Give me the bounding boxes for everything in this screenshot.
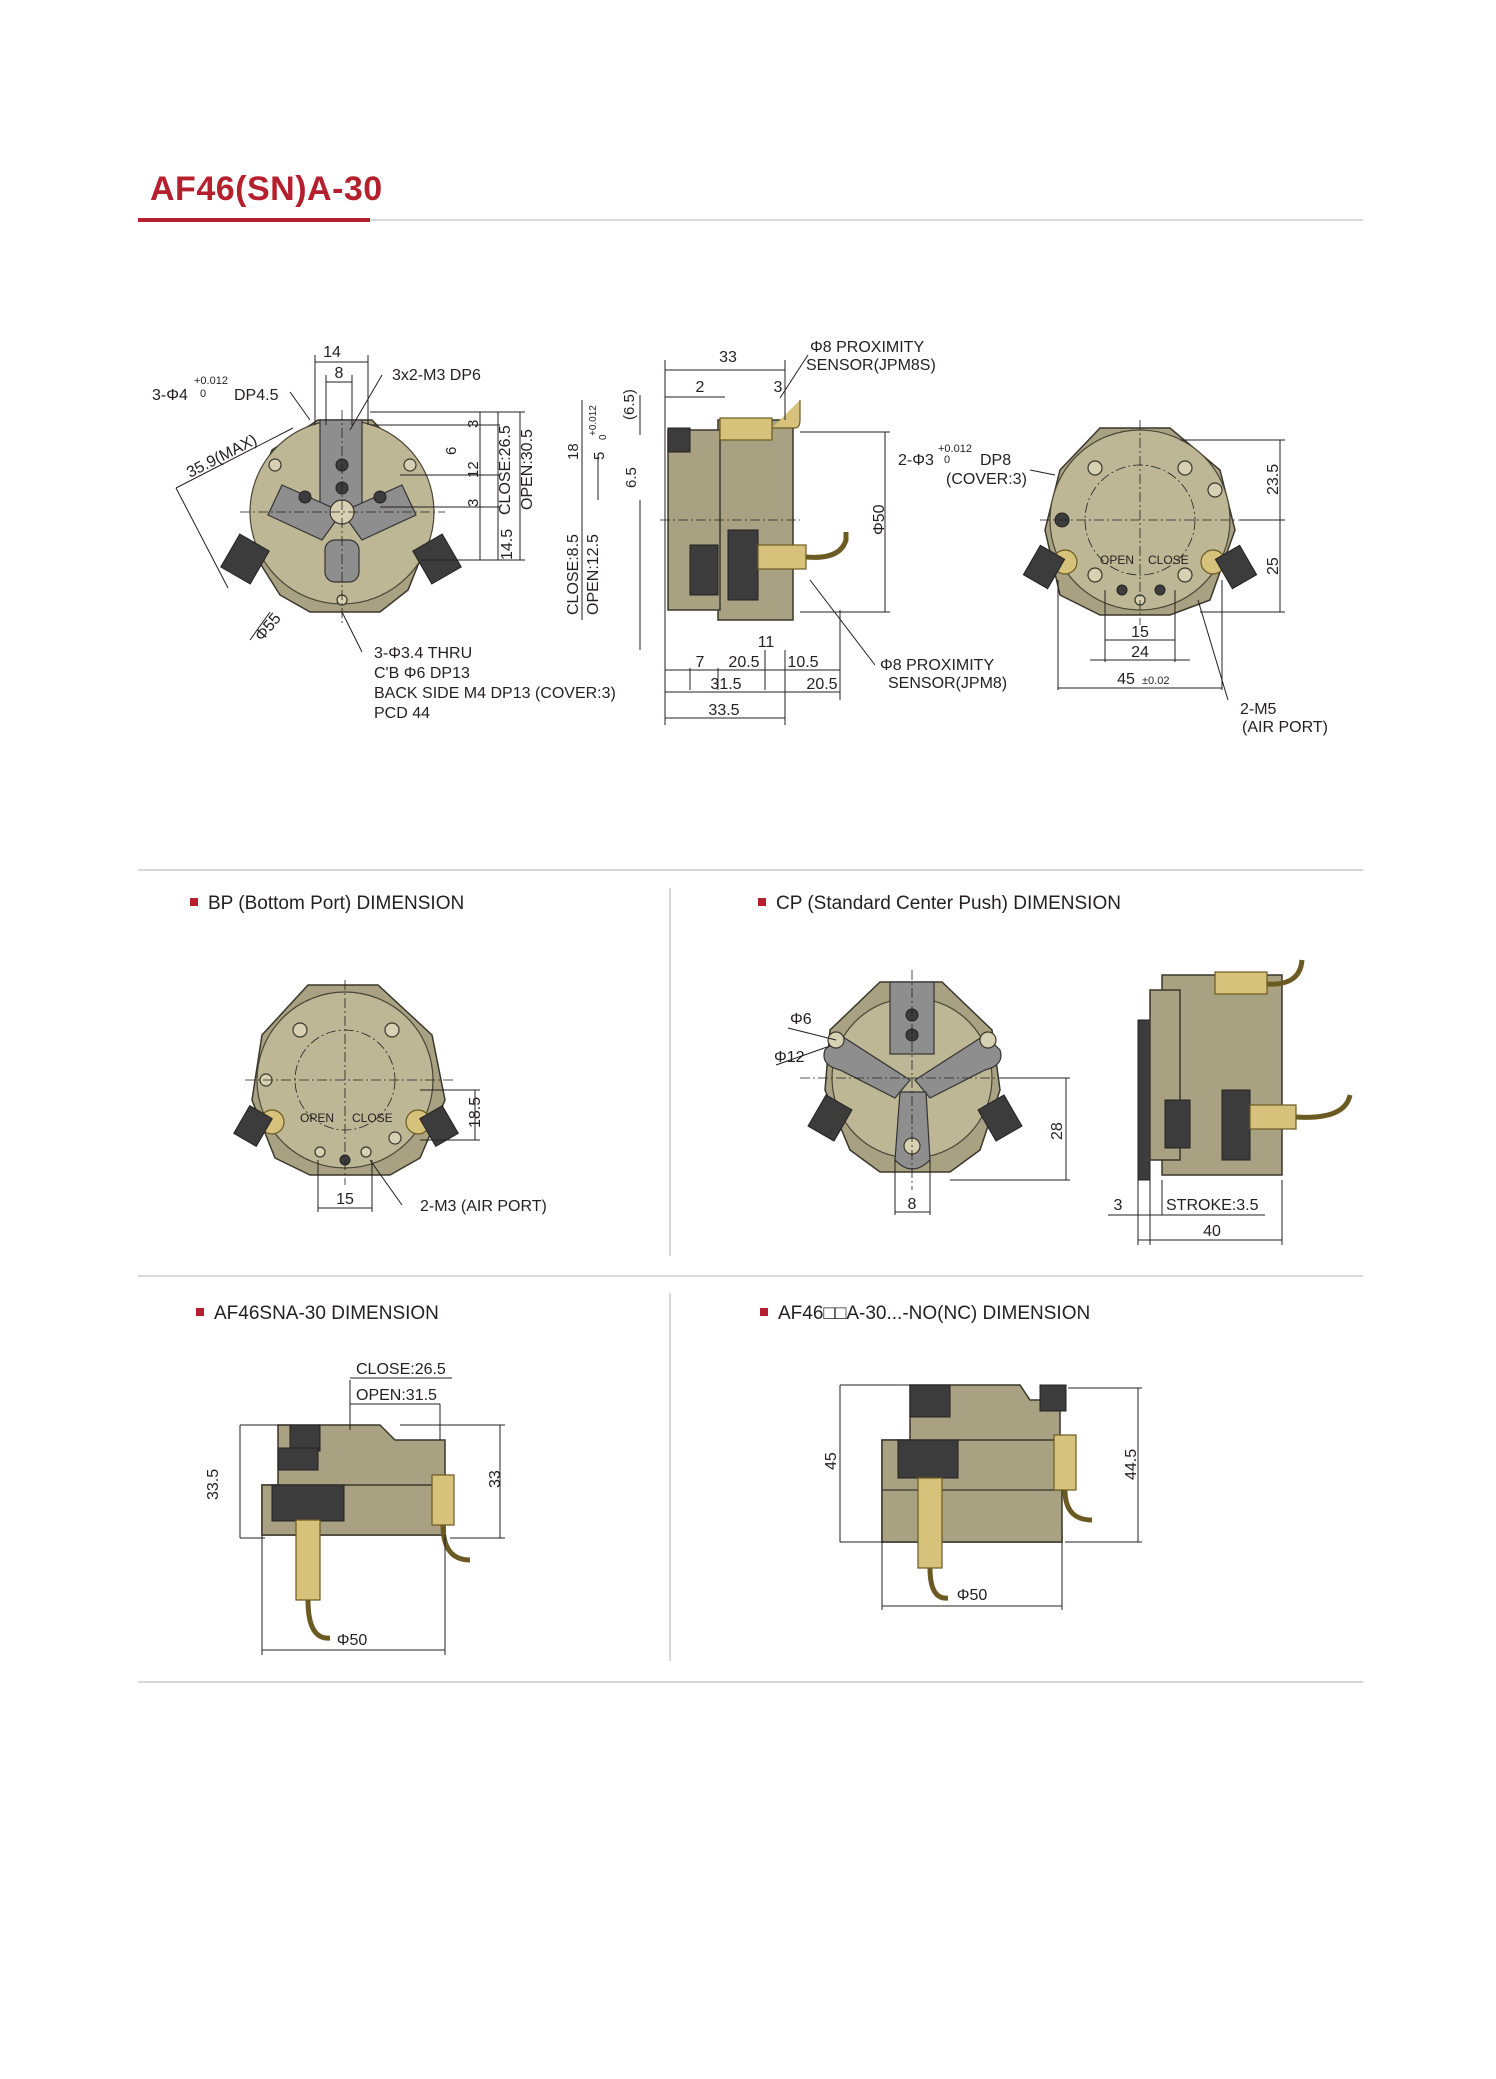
back-tol-upper: +0.012 bbox=[938, 443, 972, 455]
back-depth: DP8 bbox=[980, 452, 1011, 469]
side-close: CLOSE:8.5 bbox=[565, 534, 582, 615]
section-sna-title: AF46SNA-30 DIMENSION bbox=[196, 1303, 439, 1325]
sna-view-drawing: CLOSE:26.5 OPEN:31.5 33.5 33 Φ50 bbox=[205, 1361, 505, 1655]
back-dim-23-5: 23.5 bbox=[1265, 464, 1282, 495]
side-dim-31-5: 31.5 bbox=[710, 676, 741, 693]
front-dia-55: Φ55 bbox=[252, 610, 285, 644]
back-view-drawing: 2-Φ3 +0.012 0 DP8 (COVER:3) 23.5 25 OPEN… bbox=[898, 420, 1328, 736]
cp-dia-6: Φ6 bbox=[790, 1011, 812, 1028]
bp-open-label: OPEN bbox=[300, 1111, 334, 1125]
section-bp-title: BP (Bottom Port) DIMENSION bbox=[190, 893, 464, 915]
back-air-port-1: 2-M5 bbox=[1240, 701, 1277, 718]
side-dim-2: 2 bbox=[696, 379, 705, 396]
bp-close-label: CLOSE bbox=[352, 1111, 393, 1125]
side-dim-20-5b: 20.5 bbox=[806, 676, 837, 693]
front-dim-14-5: 14.5 bbox=[499, 529, 516, 560]
sna-open: OPEN:31.5 bbox=[356, 1387, 437, 1404]
section-cp-title: CP (Standard Center Push) DIMENSION bbox=[758, 893, 1121, 915]
no-dim-45: 45 bbox=[823, 1452, 840, 1470]
front-note-4: PCD 44 bbox=[374, 705, 430, 722]
side-dim-3: 3 bbox=[774, 379, 783, 396]
front-close: CLOSE:26.5 bbox=[497, 425, 514, 515]
no-dim-44-5: 44.5 bbox=[1123, 1449, 1140, 1480]
front-tol-upper: +0.012 bbox=[194, 375, 228, 387]
bp-view-drawing: OPEN CLOSE 18.5 15 2-M3 (AIR PORT) bbox=[233, 980, 547, 1215]
front-pin-hole: 3-Φ4 bbox=[152, 387, 188, 404]
cp-dim-28: 28 bbox=[1049, 1122, 1066, 1140]
side-sensor-top-1: Φ8 PROXIMITY bbox=[810, 339, 924, 356]
front-note-1: 3-Φ3.4 THRU bbox=[374, 645, 472, 662]
front-note-2: C'B Φ6 DP13 bbox=[374, 665, 470, 682]
section-no-title: AF46□□A-30...-NO(NC) DIMENSION bbox=[760, 1303, 1090, 1325]
back-dim-25: 25 bbox=[1265, 557, 1282, 575]
side-sensor-bottom-1: Φ8 PROXIMITY bbox=[880, 657, 994, 674]
cp-stroke: STROKE:3.5 bbox=[1166, 1197, 1259, 1214]
front-view-drawing: 14 8 3x2-M3 DP6 3-Φ4 +0.012 0 DP4.5 35.9… bbox=[152, 344, 616, 722]
back-pin-hole: 2-Φ3 bbox=[898, 452, 934, 469]
side-tol-lower: 0 bbox=[598, 434, 609, 440]
back-dim-15: 15 bbox=[1131, 624, 1149, 641]
back-tol-lower: 0 bbox=[944, 454, 950, 466]
side-sensor-bottom-2: SENSOR(JPM8) bbox=[888, 675, 1007, 692]
front-dim-14: 14 bbox=[323, 344, 341, 361]
sna-dim-33-5: 33.5 bbox=[205, 1469, 222, 1500]
cp-dim-8: 8 bbox=[908, 1196, 917, 1213]
side-dia-50: Φ50 bbox=[871, 504, 888, 535]
front-thread-note: 3x2-M3 DP6 bbox=[392, 367, 481, 384]
side-open: OPEN:12.5 bbox=[585, 534, 602, 615]
sna-dim-33: 33 bbox=[487, 1470, 504, 1488]
front-note-3: BACK SIDE M4 DP13 (COVER:3) bbox=[374, 685, 616, 702]
side-dim-33-5: 33.5 bbox=[708, 702, 739, 719]
side-dim-6-5b: 6.5 bbox=[623, 467, 640, 488]
cp-dim-40: 40 bbox=[1203, 1223, 1221, 1240]
column-divider-2 bbox=[669, 1293, 671, 1661]
divider-2 bbox=[138, 1275, 1363, 1277]
back-close-label: CLOSE bbox=[1148, 553, 1189, 567]
cp-dia-12: Φ12 bbox=[774, 1049, 805, 1066]
front-depth: DP4.5 bbox=[234, 387, 279, 404]
cp-dim-3: 3 bbox=[1114, 1197, 1123, 1214]
page-title: AF46(SN)A-30 bbox=[150, 170, 383, 208]
side-dim-5: 5 bbox=[591, 452, 608, 460]
front-dim-3b: 3 bbox=[465, 499, 482, 507]
side-dim-7: 7 bbox=[696, 654, 705, 671]
front-dim-3a: 3 bbox=[465, 420, 482, 428]
front-open: OPEN:30.5 bbox=[519, 429, 536, 510]
sna-close: CLOSE:26.5 bbox=[356, 1361, 446, 1378]
side-dim-18: 18 bbox=[565, 443, 582, 460]
cp-view-drawing: Φ6 Φ12 28 8 3 STROKE:3.5 40 bbox=[774, 959, 1353, 1245]
bp-air-port: 2-M3 (AIR PORT) bbox=[420, 1198, 547, 1215]
side-dim-33: 33 bbox=[719, 349, 737, 366]
side-dim-20-5a: 20.5 bbox=[728, 654, 759, 671]
back-cover: (COVER:3) bbox=[946, 471, 1027, 488]
side-dim-11: 11 bbox=[758, 634, 775, 651]
title-rule bbox=[370, 219, 1363, 221]
front-dim-8: 8 bbox=[335, 365, 344, 382]
back-tol-45: ±0.02 bbox=[1142, 675, 1169, 687]
front-tol-lower: 0 bbox=[200, 388, 206, 400]
bp-dim-15: 15 bbox=[336, 1191, 354, 1208]
back-air-port-2: (AIR PORT) bbox=[1242, 719, 1328, 736]
front-dim-6: 6 bbox=[443, 447, 460, 455]
sna-dia-50: Φ50 bbox=[337, 1632, 368, 1649]
title-underline bbox=[138, 218, 370, 222]
side-sensor-top-2: SENSOR(JPM8S) bbox=[806, 357, 936, 374]
side-dim-10-5: 10.5 bbox=[787, 654, 818, 671]
column-divider-1 bbox=[669, 888, 671, 1256]
side-tol-upper: +0.012 bbox=[588, 405, 599, 436]
back-dim-45: 45 bbox=[1117, 671, 1135, 688]
back-dim-24: 24 bbox=[1131, 644, 1149, 661]
divider-3 bbox=[138, 1681, 1363, 1683]
divider-1 bbox=[138, 869, 1363, 871]
no-dia-50: Φ50 bbox=[957, 1587, 988, 1604]
front-dim-12: 12 bbox=[465, 461, 482, 478]
no-view-drawing: 45 44.5 Φ50 bbox=[823, 1384, 1142, 1610]
front-dim-max: 35.9(MAX) bbox=[184, 432, 260, 482]
side-view-drawing: 33 2 3 (6.5) 5 +0.012 0 18 6.5 CLOSE:8.5… bbox=[565, 339, 1007, 725]
side-dim-6-5a: (6.5) bbox=[621, 389, 638, 420]
back-open-label: OPEN bbox=[1100, 553, 1134, 567]
bp-dim-18-5: 18.5 bbox=[467, 1097, 484, 1128]
